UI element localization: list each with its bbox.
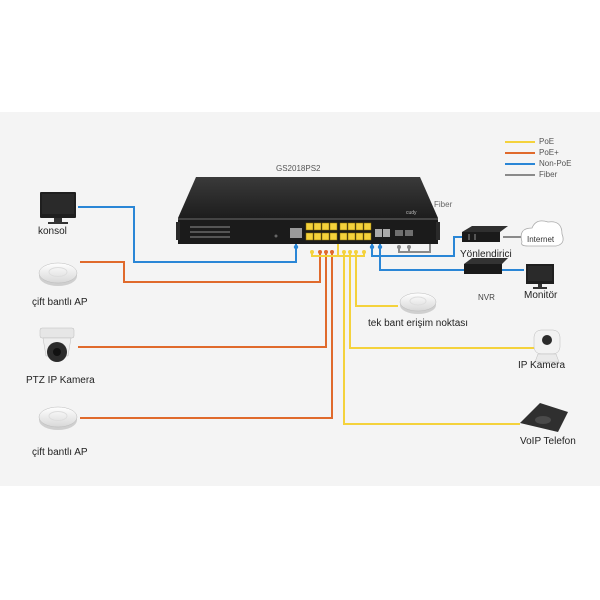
port-markers bbox=[293, 244, 383, 250]
ptz-camera-label: PTZ IP Kamera bbox=[26, 375, 95, 386]
monitor-label: Monitör bbox=[524, 290, 558, 301]
legend-label: PoE+ bbox=[539, 148, 559, 157]
access-point-icon bbox=[399, 292, 437, 314]
legend-swatch bbox=[505, 151, 535, 154]
console-label: konsol bbox=[38, 226, 67, 237]
legend-label: Fiber bbox=[539, 170, 558, 179]
legend-item-poe: PoE bbox=[505, 136, 600, 147]
link-ap-dual-2 bbox=[80, 252, 333, 419]
router-label: Yönlendirici bbox=[460, 249, 512, 260]
monitor-icon bbox=[526, 264, 554, 289]
poe-ports bbox=[305, 222, 372, 241]
nvr-label: NVR bbox=[478, 293, 495, 302]
internet-label: Internet bbox=[527, 235, 555, 244]
fiber-label: Fiber bbox=[434, 200, 453, 209]
legend-item-non-poe: Non-PoE bbox=[505, 158, 600, 169]
ip-camera-icon bbox=[533, 329, 561, 363]
link-ap-single bbox=[355, 252, 398, 307]
link-ptz-camera bbox=[78, 252, 327, 348]
legend-swatch bbox=[505, 173, 535, 176]
voip-phone-icon bbox=[520, 403, 568, 432]
voip-phone-label: VoIP Telefon bbox=[520, 436, 576, 447]
access-point-icon bbox=[38, 262, 78, 286]
link-voip bbox=[343, 252, 520, 425]
link-nvr bbox=[379, 244, 466, 271]
link-ap-dual-1 bbox=[80, 252, 321, 283]
legend-swatch bbox=[505, 162, 535, 165]
legend-item-poe-plus: PoE+ bbox=[505, 147, 600, 158]
legend: PoE PoE+ Non-PoE Fiber bbox=[505, 136, 600, 180]
switch-model-label: GS2018PS2 bbox=[276, 164, 321, 173]
ap-dual-2-label: çift bantlı AP bbox=[32, 447, 88, 458]
access-point-icon bbox=[38, 406, 78, 430]
cloud-icon bbox=[520, 220, 564, 247]
router-icon bbox=[462, 226, 508, 242]
switch-brand-label: cudy bbox=[406, 210, 417, 216]
legend-item-fiber: Fiber bbox=[505, 169, 600, 180]
ap-dual-1-label: çift bantlı AP bbox=[32, 297, 88, 308]
poe-switch: cudy bbox=[176, 177, 440, 244]
ap-single-label: tek bant erişim noktası bbox=[368, 318, 469, 329]
nvr-icon bbox=[464, 258, 508, 274]
link-ip-camera bbox=[349, 252, 536, 349]
ip-camera-label: IP Kamera bbox=[518, 360, 566, 371]
console-monitor-icon bbox=[40, 192, 76, 224]
legend-label: PoE bbox=[539, 137, 555, 146]
legend-swatch bbox=[505, 140, 535, 143]
link-console bbox=[78, 206, 297, 263]
link-router bbox=[371, 236, 470, 257]
legend-label: Non-PoE bbox=[539, 159, 572, 168]
ptz-camera-icon bbox=[39, 327, 75, 362]
